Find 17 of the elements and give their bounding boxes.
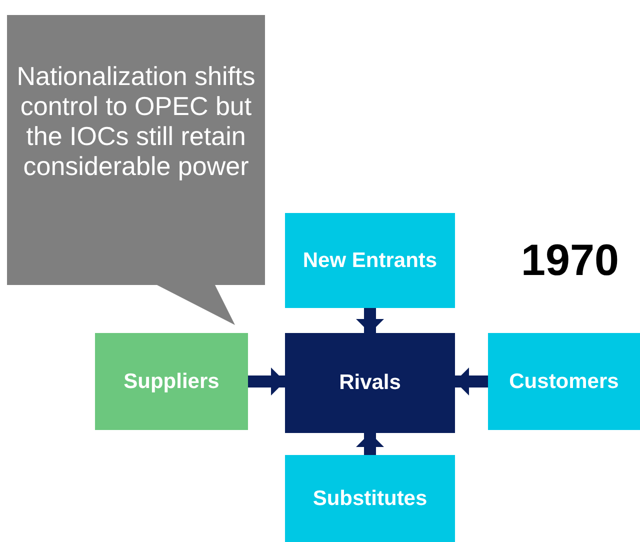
force-box [285, 455, 455, 542]
node-label: Customers [509, 368, 619, 394]
block-arrow [356, 308, 384, 333]
node-label: Substitutes [312, 486, 428, 512]
node-label: Rivals [339, 370, 401, 396]
force-box [285, 213, 455, 308]
node-label: New Entrants [302, 248, 438, 274]
year-label: 1970 [520, 236, 620, 286]
callout-bubble [7, 15, 265, 325]
block-arrow [248, 368, 285, 396]
block-arrow [455, 368, 488, 396]
block-arrow [356, 433, 384, 455]
rivals-box [285, 333, 455, 433]
node-label: Suppliers [124, 368, 220, 394]
force-box [95, 333, 248, 430]
force-box [488, 333, 640, 430]
callout-text: Nationalization shifts control to OPEC but the IOCs still retain considerable power [16, 61, 256, 182]
